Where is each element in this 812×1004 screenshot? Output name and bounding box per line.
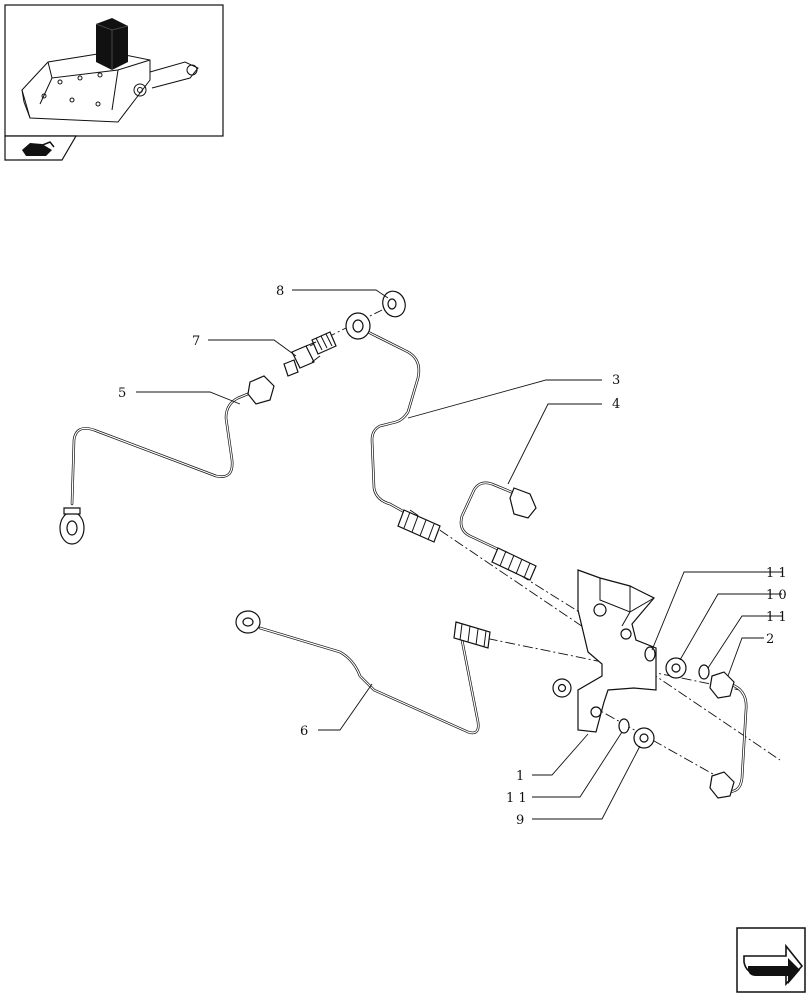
callout-3: 3 [612, 373, 620, 388]
leader-lines [136, 289, 782, 820]
pipe-part-6[interactable] [235, 610, 491, 735]
bracket-part-1[interactable] [577, 569, 657, 733]
assembly-thumbnail-icon[interactable] [4, 4, 224, 137]
pipe-part-2[interactable] [709, 671, 748, 799]
section-tab-icon[interactable] [4, 135, 78, 161]
callout-11-upper: 1 1 [766, 566, 787, 581]
callout-10: 1 0 [766, 588, 787, 603]
callout-4: 4 [612, 397, 620, 412]
callout-1: 1 [516, 769, 524, 784]
next-page-arrow-icon[interactable] [736, 927, 806, 993]
washer-part-11-lower[interactable] [618, 718, 630, 734]
nut-part-10[interactable] [665, 657, 687, 679]
callout-11-right: 1 1 [766, 610, 787, 625]
pipe-part-4[interactable] [459, 481, 537, 581]
washer-part-11-right[interactable] [698, 664, 710, 680]
washer-part-11-upper[interactable] [644, 646, 656, 662]
washer-part-8[interactable] [379, 288, 409, 320]
callout-8: 8 [276, 284, 284, 299]
pipe-part-5[interactable] [59, 375, 275, 545]
callout-9: 9 [516, 813, 524, 828]
callout-5: 5 [118, 386, 126, 401]
callout-labels: 8 7 5 3 4 1 1 1 0 1 1 2 6 1 1 1 9 [118, 284, 787, 828]
union-fitting-part-7[interactable] [283, 331, 337, 377]
callout-7: 7 [192, 334, 200, 349]
nut-part-9[interactable] [633, 727, 655, 749]
callout-6: 6 [300, 724, 308, 739]
pipe-part-3[interactable] [345, 312, 441, 543]
callout-11-lower: 1 1 [506, 791, 527, 806]
callout-2: 2 [766, 632, 774, 647]
nut-left-of-bracket[interactable] [552, 678, 572, 698]
